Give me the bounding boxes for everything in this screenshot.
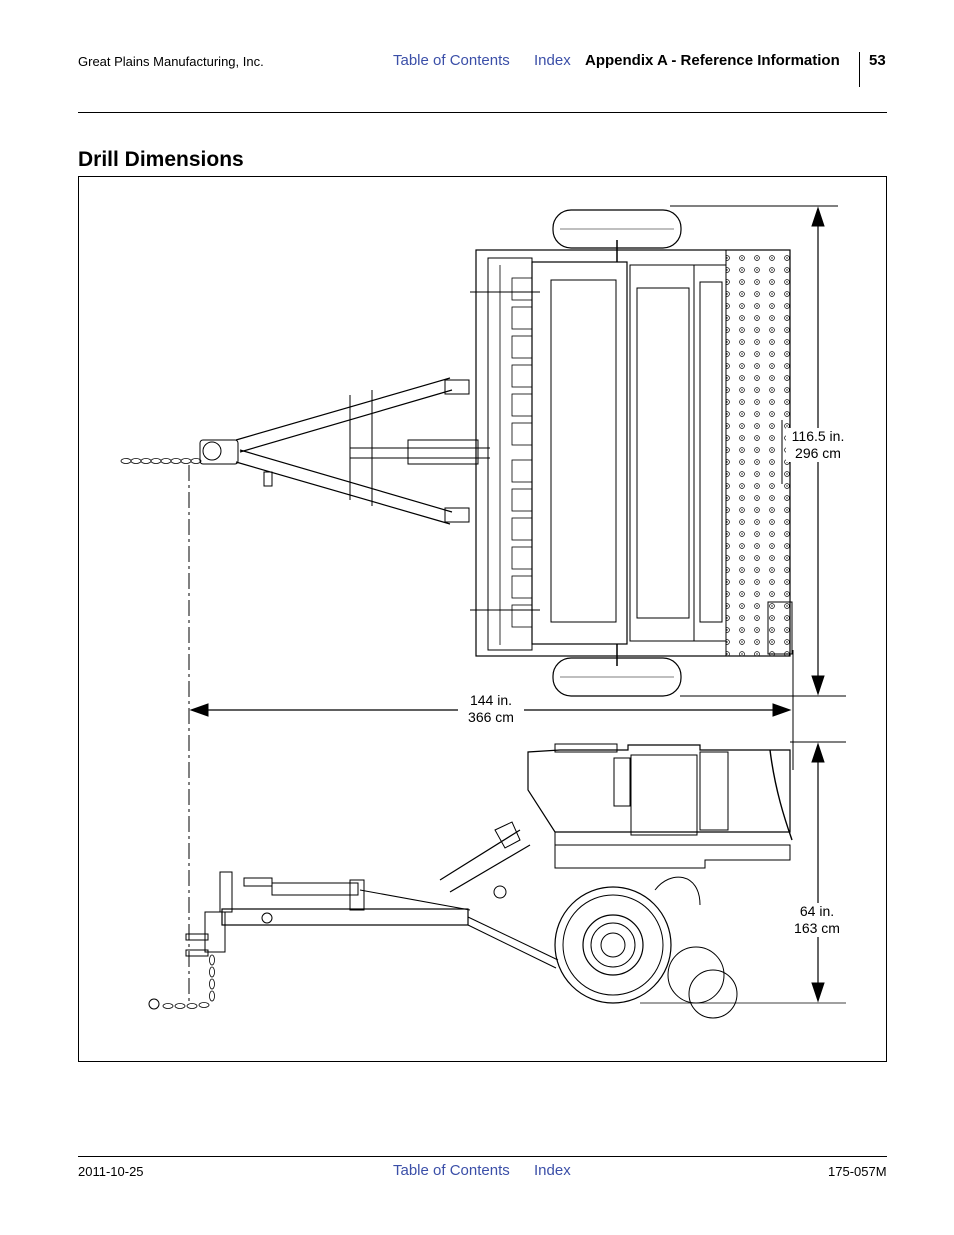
side-view (148, 743, 846, 1019)
company-name: Great Plains Manufacturing, Inc. (78, 54, 264, 69)
section-title: Appendix A - Reference Information (585, 52, 840, 69)
width-dimension-label: 116.5 in. 296 cm (786, 428, 850, 462)
height-dimension-label: 64 in. 163 cm (788, 903, 846, 937)
page-title: Drill Dimensions (78, 148, 244, 171)
width-inches: 116.5 in. (791, 428, 845, 444)
length-inches: 144 in. (469, 692, 513, 708)
table-of-contents-link[interactable]: Table of Contents (393, 52, 510, 69)
header-rule (78, 112, 887, 113)
height-inches: 64 in. (799, 903, 835, 919)
footer-date: 2011-10-25 (78, 1164, 144, 1179)
dimension-lines (188, 205, 846, 1003)
length-cm: 366 cm (468, 709, 514, 725)
figure-frame (78, 176, 887, 1062)
width-cm: 296 cm (795, 445, 841, 461)
footer-index-link[interactable]: Index (534, 1162, 571, 1179)
document-number: 175-057M (828, 1164, 887, 1179)
length-dimension-label: 144 in. 366 cm (458, 692, 524, 726)
footer-rule (78, 1156, 887, 1157)
header-divider (859, 52, 860, 87)
top-view (120, 209, 793, 697)
footer-table-of-contents-link[interactable]: Table of Contents (393, 1162, 510, 1179)
height-cm: 163 cm (794, 920, 840, 936)
index-link[interactable]: Index (534, 52, 571, 69)
page-number: 53 (869, 52, 886, 69)
